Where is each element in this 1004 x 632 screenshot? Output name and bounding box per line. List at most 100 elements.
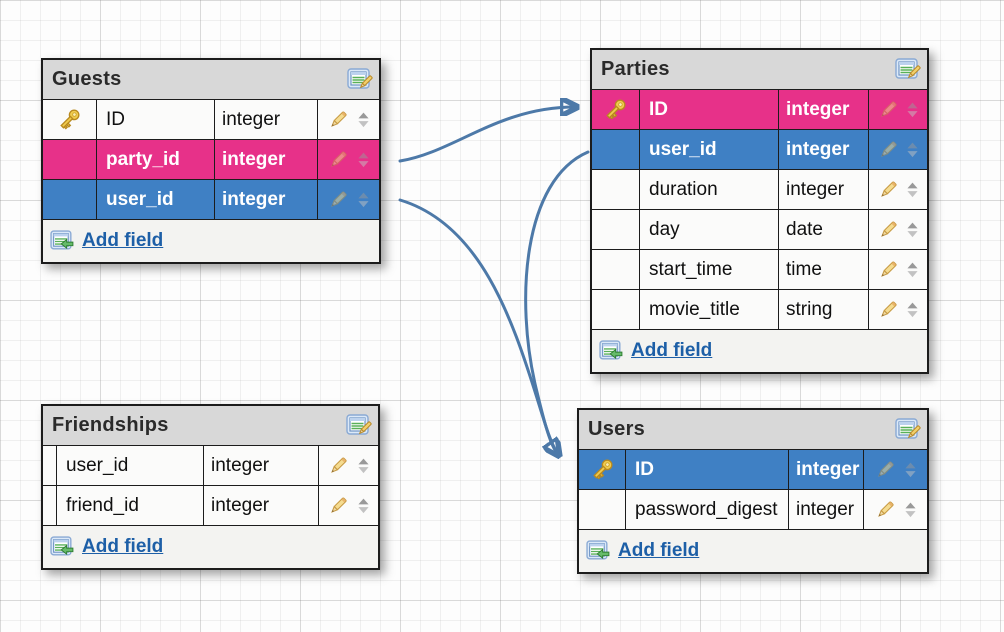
field-actions [869,290,927,329]
field-type: integer [215,140,318,179]
arrow-guests-userid-to-users-id [398,198,558,454]
field-type: date [779,210,869,249]
edit-field-icon[interactable] [877,98,900,121]
field-actions [869,90,927,129]
add-field-icon[interactable] [599,340,624,363]
primary-key-cell [43,100,97,139]
add-field-icon[interactable] [50,230,75,253]
edit-field-icon[interactable] [877,218,900,241]
field-row[interactable]: password_digest integer [579,490,927,530]
reorder-field-icon[interactable] [906,141,919,159]
key-icon [56,106,83,133]
field-name: user_id [57,446,204,485]
edit-field-icon[interactable] [877,178,900,201]
field-type: integer [779,90,869,129]
field-name: ID [97,100,215,139]
field-name: friend_id [57,486,204,525]
edit-field-icon[interactable] [874,458,897,481]
field-name: duration [640,170,779,209]
field-row[interactable]: user_id integer [43,446,378,486]
field-row[interactable]: party_id integer [43,140,379,180]
field-actions [318,180,379,219]
field-row[interactable]: ID integer [592,90,927,130]
table-guests: Guests ID integer party_id integer user_… [41,58,381,264]
edit-field-icon[interactable] [327,188,350,211]
field-row[interactable]: movie_title string [592,290,927,330]
edit-field-icon[interactable] [877,298,900,321]
edit-field-icon[interactable] [877,138,900,161]
field-name: password_digest [626,490,789,529]
table-footer: Add field [592,330,927,372]
primary-key-cell [43,140,97,179]
field-name: user_id [640,130,779,169]
edit-table-icon[interactable] [895,58,921,82]
arrow-guests-partyid-to-parties-id [398,107,575,163]
field-row[interactable]: user_id integer [43,180,379,220]
edit-field-icon[interactable] [327,454,350,477]
edit-field-icon[interactable] [874,498,897,521]
reorder-field-icon[interactable] [357,191,370,209]
field-name: start_time [640,250,779,289]
add-field-icon[interactable] [586,540,611,563]
edit-table-icon[interactable] [895,418,921,442]
field-row[interactable]: duration integer [592,170,927,210]
field-row[interactable]: day date [592,210,927,250]
reorder-field-icon[interactable] [357,457,370,475]
field-row[interactable]: friend_id integer [43,486,378,526]
reorder-field-icon[interactable] [906,301,919,319]
add-field-link[interactable]: Add field [82,230,164,251]
add-field-link[interactable]: Add field [82,536,164,557]
reorder-field-icon[interactable] [906,181,919,199]
add-field-link[interactable]: Add field [631,340,713,361]
field-type: integer [789,490,864,529]
field-actions [869,130,927,169]
field-actions [864,490,927,529]
field-actions [319,486,378,525]
add-field-icon[interactable] [50,536,75,559]
key-icon [589,456,616,483]
field-actions [869,250,927,289]
primary-key-cell [592,170,640,209]
table-header[interactable]: Users [579,410,927,450]
table-header[interactable]: Parties [592,50,927,90]
edit-field-icon[interactable] [327,108,350,131]
field-row[interactable]: start_time time [592,250,927,290]
field-row[interactable]: ID integer [579,450,927,490]
reorder-field-icon[interactable] [357,111,370,129]
reorder-field-icon[interactable] [906,261,919,279]
reorder-field-icon[interactable] [904,461,917,479]
field-row[interactable]: ID integer [43,100,379,140]
primary-key-cell [43,486,57,525]
table-header[interactable]: Friendships [43,406,378,446]
table-header[interactable]: Guests [43,60,379,100]
reorder-field-icon[interactable] [904,501,917,519]
table-users: Users ID integer password_digest integer… [577,408,929,574]
table-footer: Add field [579,530,927,572]
table-parties: Parties ID integer user_id integer durat… [590,48,929,374]
add-field-link[interactable]: Add field [618,540,700,561]
arrow-parties-userid-to-users-id [524,150,590,452]
edit-field-icon[interactable] [327,148,350,171]
field-actions [318,100,379,139]
key-icon [602,96,629,123]
field-actions [869,210,927,249]
reorder-field-icon[interactable] [906,221,919,239]
field-name: ID [640,90,779,129]
primary-key-cell [579,450,626,489]
reorder-field-icon[interactable] [357,151,370,169]
field-type: integer [779,170,869,209]
primary-key-cell [592,90,640,129]
field-name: user_id [97,180,215,219]
field-type: integer [215,100,318,139]
field-actions [319,446,378,485]
reorder-field-icon[interactable] [906,101,919,119]
primary-key-cell [43,180,97,219]
edit-field-icon[interactable] [327,494,350,517]
edit-field-icon[interactable] [877,258,900,281]
table-title: Parties [601,58,670,80]
reorder-field-icon[interactable] [357,497,370,515]
table-title: Guests [52,68,122,90]
edit-table-icon[interactable] [347,68,373,92]
field-row[interactable]: user_id integer [592,130,927,170]
edit-table-icon[interactable] [346,414,372,438]
